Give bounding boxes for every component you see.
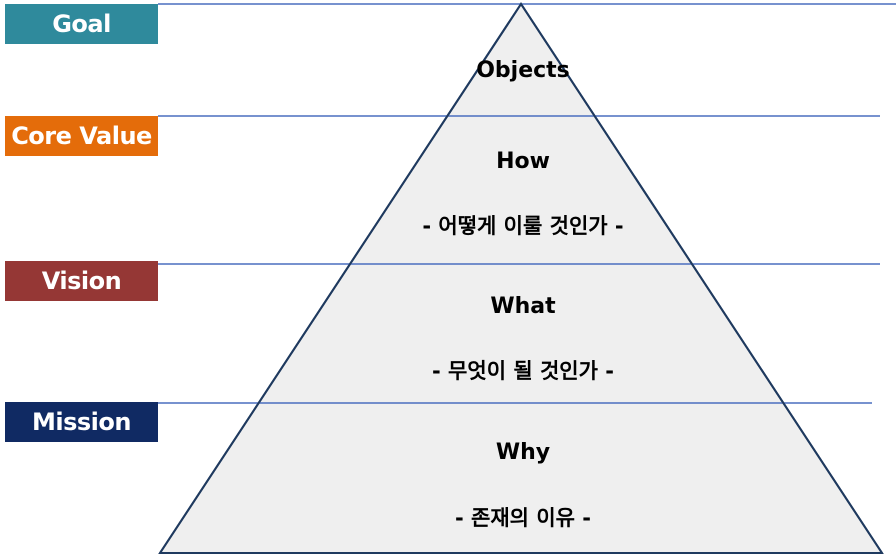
why-title: Why: [495, 440, 551, 465]
pyramid-outline: [159, 2, 883, 554]
objects-title: Objects: [476, 58, 570, 83]
how-title: How: [496, 149, 550, 174]
what-subtitle: - 무엇이 될 것인가 -: [432, 359, 614, 383]
how-subtitle: - 어떻게 이룰 것인가 -: [422, 214, 624, 238]
what-title: What: [490, 294, 556, 319]
label-goal: Goal: [5, 4, 158, 44]
label-vision: Vision: [5, 261, 158, 301]
pyramid-shape: [158, 2, 884, 554]
label-core-value: Core Value: [5, 116, 158, 156]
why-subtitle: - 존재의 이유 -: [455, 506, 591, 530]
label-mission: Mission: [5, 402, 158, 442]
